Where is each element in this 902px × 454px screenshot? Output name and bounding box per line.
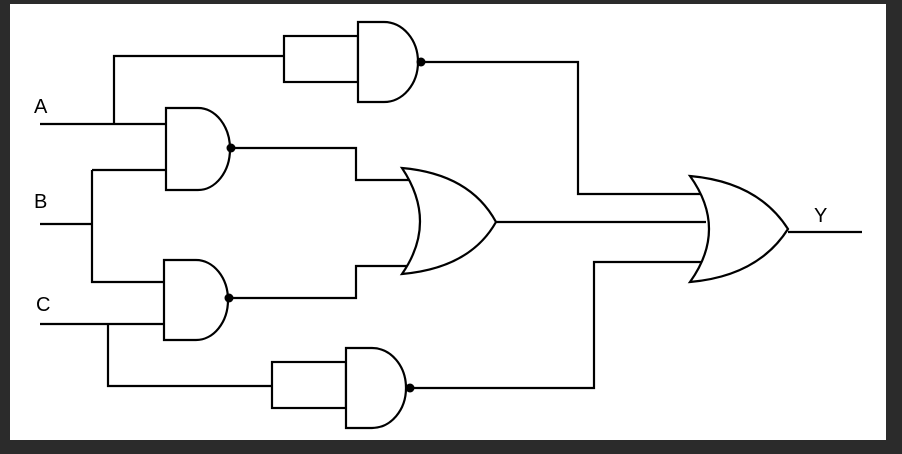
wire-nand-bottom-to-or-final	[414, 260, 704, 390]
inverter-bubble-bottom	[405, 383, 415, 393]
wire-nand-top-to-or-final	[425, 60, 710, 196]
inverter-bubble-top	[416, 57, 426, 67]
inverter-bubble-2	[224, 293, 234, 303]
output-label-y: Y	[814, 205, 827, 227]
input-label-c: C	[36, 294, 50, 316]
input-c-wires	[40, 322, 272, 388]
nand-gate-bottom	[270, 346, 415, 430]
input-a-wires	[40, 54, 284, 126]
buffer-block-bottom	[270, 360, 348, 410]
input-b-wires	[40, 168, 166, 284]
buffer-block-top	[282, 34, 360, 84]
nand-gate-1	[164, 106, 236, 192]
inverter-bubble-1	[226, 143, 236, 153]
nand-gate-2	[162, 258, 234, 342]
wire-nand1-to-or	[235, 146, 414, 182]
nand-gate-top	[282, 20, 426, 104]
or-gate-final	[687, 174, 790, 284]
input-label-a: A	[34, 96, 48, 118]
input-label-b: B	[34, 191, 47, 213]
or-gate-middle	[399, 166, 498, 276]
wire-nand2-to-or	[233, 264, 414, 300]
